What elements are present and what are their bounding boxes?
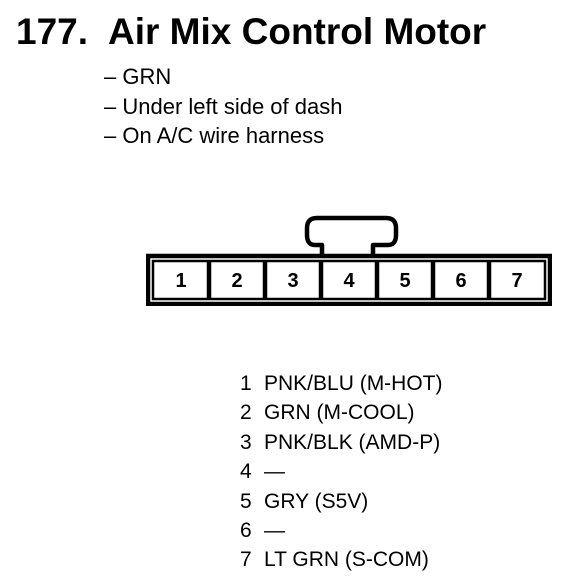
- connector-inner-frame: [151, 259, 547, 301]
- pin-description: PNK/BLU (M-HOT): [264, 372, 443, 395]
- note-location: – Under left side of dash: [104, 93, 343, 119]
- terminal-3-label: 3: [287, 270, 298, 292]
- note-color: – GRN: [104, 64, 172, 89]
- pin-number: 4: [240, 460, 252, 484]
- terminal-1-label: 1: [175, 270, 186, 292]
- pin-number: 5: [240, 489, 252, 513]
- pin-description: GRN (M-COOL): [264, 401, 415, 425]
- pin-number: 7: [240, 548, 252, 572]
- terminal-7-label: 7: [511, 270, 522, 292]
- terminal-2-label: 2: [231, 270, 242, 292]
- pin-description: —: [264, 519, 285, 543]
- pin-description: LT GRN (S-COM): [264, 548, 429, 572]
- pinout-list: 1 PNK/BLU (M-HOT) 2 GRN (M-COOL) 3 PNK/BLK …: [240, 369, 443, 575]
- pin-description: GRY (S5V): [264, 489, 369, 513]
- location-notes: – GRN – Under left side of dash – On A/C…: [104, 62, 342, 151]
- pin-number: 1: [240, 372, 252, 395]
- pin-row: 6—: [240, 516, 443, 545]
- pin-description: PNK/BLK (AMD-P): [264, 430, 441, 454]
- component-name: Air Mix Control Motor: [108, 11, 487, 52]
- terminal-4-label: 4: [343, 270, 355, 292]
- connector-diagram: 1 2 3 4 5 6 7: [146, 215, 552, 306]
- pin-row: 2 GRN (M-COOL): [240, 398, 443, 427]
- pin-description: —: [264, 460, 285, 484]
- pin-number: 6: [240, 519, 252, 543]
- pin-number: 2: [240, 401, 252, 425]
- page-title: 177. Air Mix Control Motor: [16, 10, 486, 54]
- pin-row: 7 LT GRN (S-COM): [240, 545, 443, 574]
- terminal-6-label: 6: [455, 270, 466, 292]
- locking-tab: [304, 215, 399, 256]
- connector-housing: [146, 253, 552, 306]
- pin-number: 3: [240, 430, 252, 454]
- terminal-5-label: 5: [399, 270, 410, 292]
- pin-row: 1 PNK/BLU (M-HOT): [240, 369, 443, 398]
- pin-row: 3 PNK/BLK (AMD-P): [240, 428, 443, 457]
- pin-row: 4—: [240, 457, 443, 486]
- note-harness: – On A/C wire harness: [104, 123, 325, 148]
- pin-row: 5 GRY (S5V): [240, 487, 443, 516]
- component-number: 177.: [16, 11, 89, 52]
